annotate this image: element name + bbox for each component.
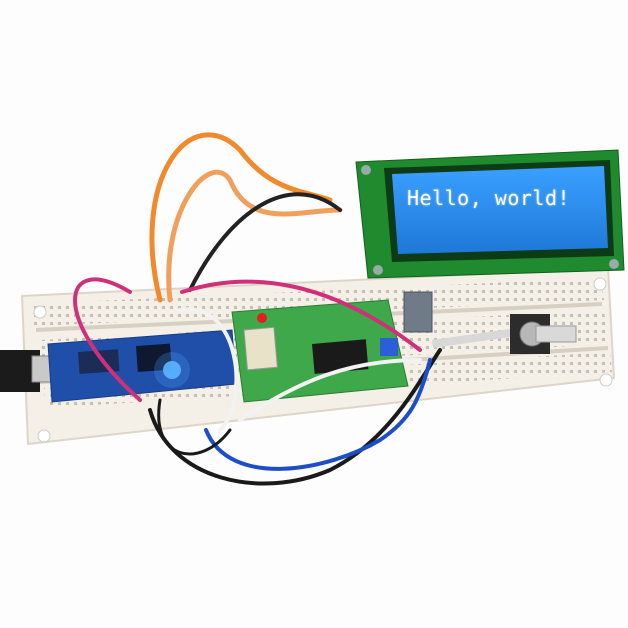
lcd-screen [392, 166, 608, 254]
synth-module-board [231, 299, 409, 403]
potentiometer-icon [403, 291, 513, 348]
led-red-icon [257, 313, 267, 323]
rotary-encoder-icon [510, 314, 577, 354]
lcd-module [355, 149, 625, 279]
wires [73, 132, 442, 486]
led-blue-icon [163, 361, 181, 379]
lcd-text-line-1: Hello, world! [407, 186, 571, 210]
